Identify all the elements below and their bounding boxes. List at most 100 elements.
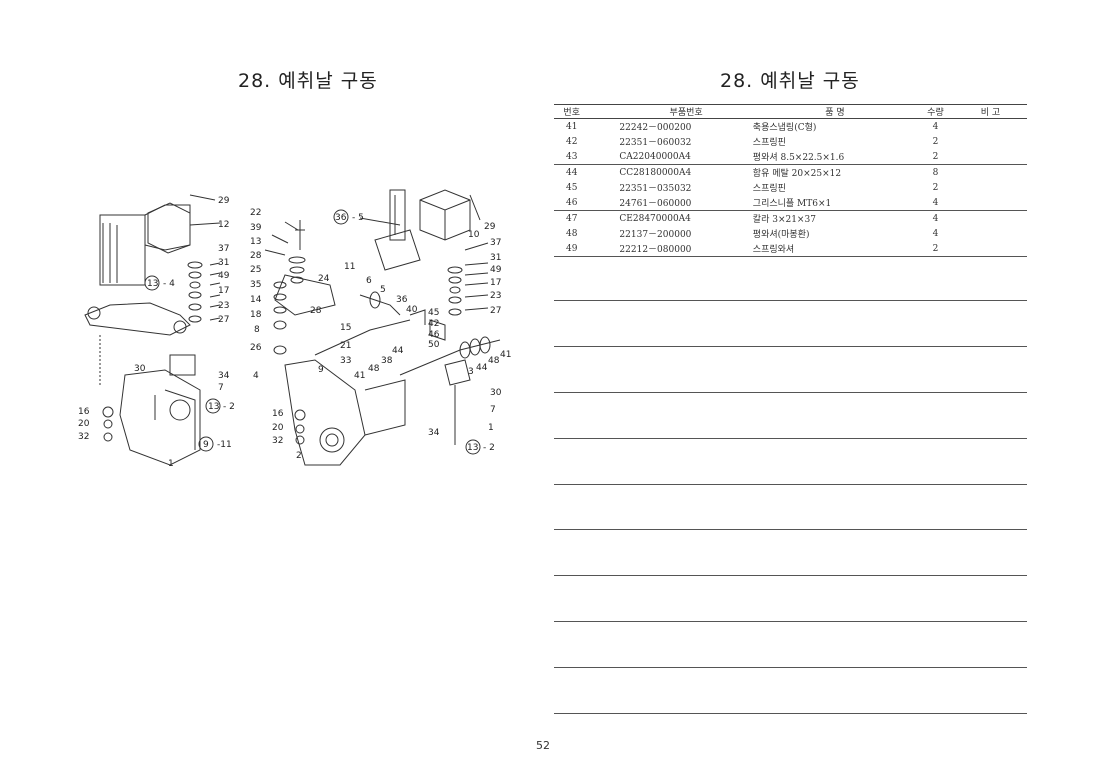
svg-text:29: 29 xyxy=(484,222,496,232)
table-row: 47 CE28470000A4 칼라 3×21×37 4 xyxy=(554,211,1027,227)
table-row: 44 CC28180000A4 함유 메탈 20×25×12 8 xyxy=(554,165,1027,181)
row-part-number: 22212－080000 xyxy=(589,241,753,257)
row-name: 스프링핀 xyxy=(752,138,786,148)
row-number: 47 xyxy=(565,213,578,224)
row-number: 41 xyxy=(565,121,578,132)
row-number: 42 xyxy=(565,136,578,147)
svg-text:10: 10 xyxy=(468,230,480,240)
svg-text:7: 7 xyxy=(490,405,496,415)
row-remarks xyxy=(954,180,1027,195)
row-remarks xyxy=(953,195,1027,211)
svg-text:17: 17 xyxy=(218,286,229,296)
row-qty: 2 xyxy=(917,241,954,257)
svg-text:21: 21 xyxy=(340,341,351,351)
svg-text:26: 26 xyxy=(250,343,262,353)
svg-text:42: 42 xyxy=(428,319,439,329)
empty-row-rule xyxy=(554,621,1027,622)
row-part-number: 24761－060000 xyxy=(589,195,753,211)
row-number: 43 xyxy=(554,149,590,165)
row-number: 49 xyxy=(554,241,590,257)
svg-text:14: 14 xyxy=(250,295,262,305)
svg-text:32: 32 xyxy=(272,436,283,446)
parts-table: 번호 부품번호 품 명 수량 비 고 41 22242－000200 축용스냅링… xyxy=(554,104,1027,257)
row-name: 그리스니플 MT6×1 xyxy=(752,195,917,211)
row-part-number: 22351－060032 xyxy=(619,138,692,148)
svg-text:50: 50 xyxy=(428,340,440,350)
diagram-labels: 29 12 37 31 49 17 23 27 13 - 4 30 34 7 1… xyxy=(78,196,511,469)
row-name: 스프링핀 xyxy=(752,184,786,194)
svg-text:-11: -11 xyxy=(217,440,232,450)
svg-text:9: 9 xyxy=(203,440,209,450)
row-remarks xyxy=(954,211,1027,227)
svg-text:25: 25 xyxy=(250,265,261,275)
svg-text:48: 48 xyxy=(488,356,500,366)
svg-text:12: 12 xyxy=(218,220,229,230)
svg-text:46: 46 xyxy=(428,330,440,340)
svg-text:28: 28 xyxy=(310,306,322,316)
svg-text:16: 16 xyxy=(78,407,90,417)
row-remarks xyxy=(953,149,1027,165)
row-name: 함유 메탈 20×25×12 xyxy=(752,169,842,179)
svg-text:41: 41 xyxy=(500,350,511,360)
svg-text:32: 32 xyxy=(78,432,89,442)
table-row: 42 22351－060032 스프링핀 2 xyxy=(554,134,1027,149)
svg-text:38: 38 xyxy=(381,356,393,366)
empty-row-rule xyxy=(554,300,1027,301)
svg-text:1: 1 xyxy=(488,423,494,433)
svg-text:44: 44 xyxy=(476,363,488,373)
svg-text:5: 5 xyxy=(380,285,386,295)
svg-text:33: 33 xyxy=(340,356,351,366)
empty-row-rule xyxy=(554,713,1027,714)
row-part-number: CC28180000A4 xyxy=(619,167,692,178)
header-qty: 수량 xyxy=(917,104,954,119)
empty-row-rule xyxy=(554,438,1027,439)
svg-text:30: 30 xyxy=(134,364,146,374)
svg-text:7: 7 xyxy=(218,383,224,393)
header-name: 품 명 xyxy=(752,104,917,119)
right-page-title: 28. 예취날 구동 xyxy=(720,70,860,92)
svg-text:- 2: - 2 xyxy=(483,443,495,453)
svg-text:20: 20 xyxy=(272,423,284,433)
svg-text:45: 45 xyxy=(428,308,439,318)
empty-row-rule xyxy=(554,484,1027,485)
table-row: 49 22212－080000 스프링와셔 2 xyxy=(554,241,1027,257)
svg-text:20: 20 xyxy=(78,419,90,429)
svg-text:36: 36 xyxy=(335,213,347,223)
svg-text:28: 28 xyxy=(250,251,262,261)
row-qty: 2 xyxy=(932,182,939,193)
svg-text:9: 9 xyxy=(318,365,324,375)
svg-text:- 2: - 2 xyxy=(223,402,235,412)
row-qty: 4 xyxy=(932,213,939,224)
empty-row-rule xyxy=(554,667,1027,668)
row-part-number: CE28470000A4 xyxy=(619,213,691,224)
svg-text:37: 37 xyxy=(218,244,229,254)
empty-row-rule xyxy=(554,346,1027,347)
row-name: 평와셔 8.5×22.5×1.6 xyxy=(752,149,917,165)
row-remarks xyxy=(953,241,1027,257)
row-remarks xyxy=(954,119,1027,135)
svg-text:6: 6 xyxy=(366,276,372,286)
svg-text:29: 29 xyxy=(218,196,230,206)
row-number: 45 xyxy=(565,182,578,193)
row-part-number: 22137－200000 xyxy=(619,230,692,240)
row-name: 스프링와셔 xyxy=(752,241,917,257)
svg-text:48: 48 xyxy=(368,364,380,374)
svg-text:16: 16 xyxy=(272,409,284,419)
svg-text:40: 40 xyxy=(406,305,418,315)
row-name: 평와셔(마봉환) xyxy=(752,230,810,240)
svg-text:34: 34 xyxy=(218,371,230,381)
svg-text:34: 34 xyxy=(428,428,440,438)
table-row: 41 22242－000200 축용스냅링(C형) 4 xyxy=(554,119,1027,135)
svg-text:27: 27 xyxy=(218,315,229,325)
row-part-number: CA22040000A4 xyxy=(589,149,753,165)
svg-text:- 5: - 5 xyxy=(352,213,364,223)
row-part-number: 22242－000200 xyxy=(619,123,692,133)
empty-row-rule xyxy=(554,575,1027,576)
row-qty: 2 xyxy=(932,136,939,147)
svg-text:11: 11 xyxy=(344,262,355,272)
table-row: 45 22351－035032 스프링핀 2 xyxy=(554,180,1027,195)
row-part-number: 22351－035032 xyxy=(619,184,692,194)
svg-text:31: 31 xyxy=(218,258,229,268)
row-name: 칼라 3×21×37 xyxy=(752,215,816,225)
row-remarks xyxy=(954,226,1027,241)
